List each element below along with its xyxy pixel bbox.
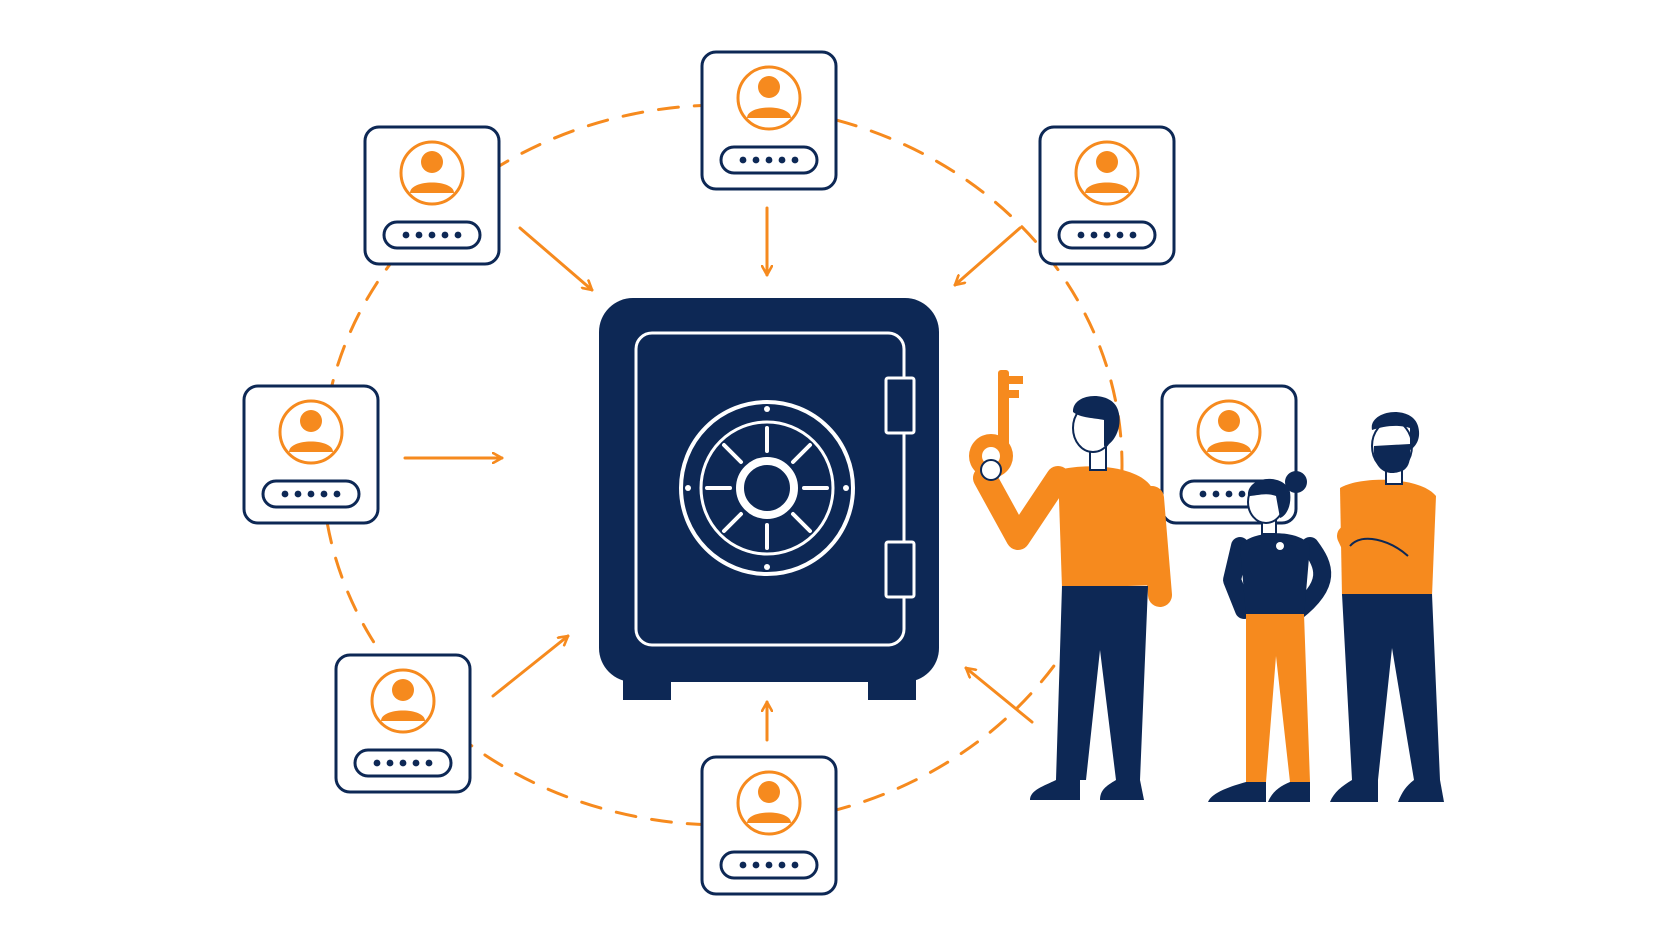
safe-vault-icon bbox=[599, 298, 939, 700]
arrow-icon bbox=[518, 226, 594, 292]
user-credential-card-icon bbox=[242, 384, 380, 525]
man-holding-key bbox=[969, 370, 1172, 800]
user-credential-card-icon bbox=[700, 755, 838, 896]
arrow-icon bbox=[491, 634, 570, 698]
user-credential-card-icon bbox=[363, 125, 501, 266]
user-credential-card-icon bbox=[700, 50, 838, 191]
combination-dial bbox=[679, 400, 855, 576]
arrow-icon bbox=[953, 226, 1022, 287]
woman bbox=[1208, 471, 1332, 802]
user-credential-card-icon bbox=[1038, 125, 1176, 266]
arrows bbox=[403, 206, 1034, 742]
arrow-icon bbox=[964, 666, 1034, 724]
bearded-man bbox=[1330, 412, 1444, 802]
user-credential-card-icon bbox=[334, 653, 472, 794]
